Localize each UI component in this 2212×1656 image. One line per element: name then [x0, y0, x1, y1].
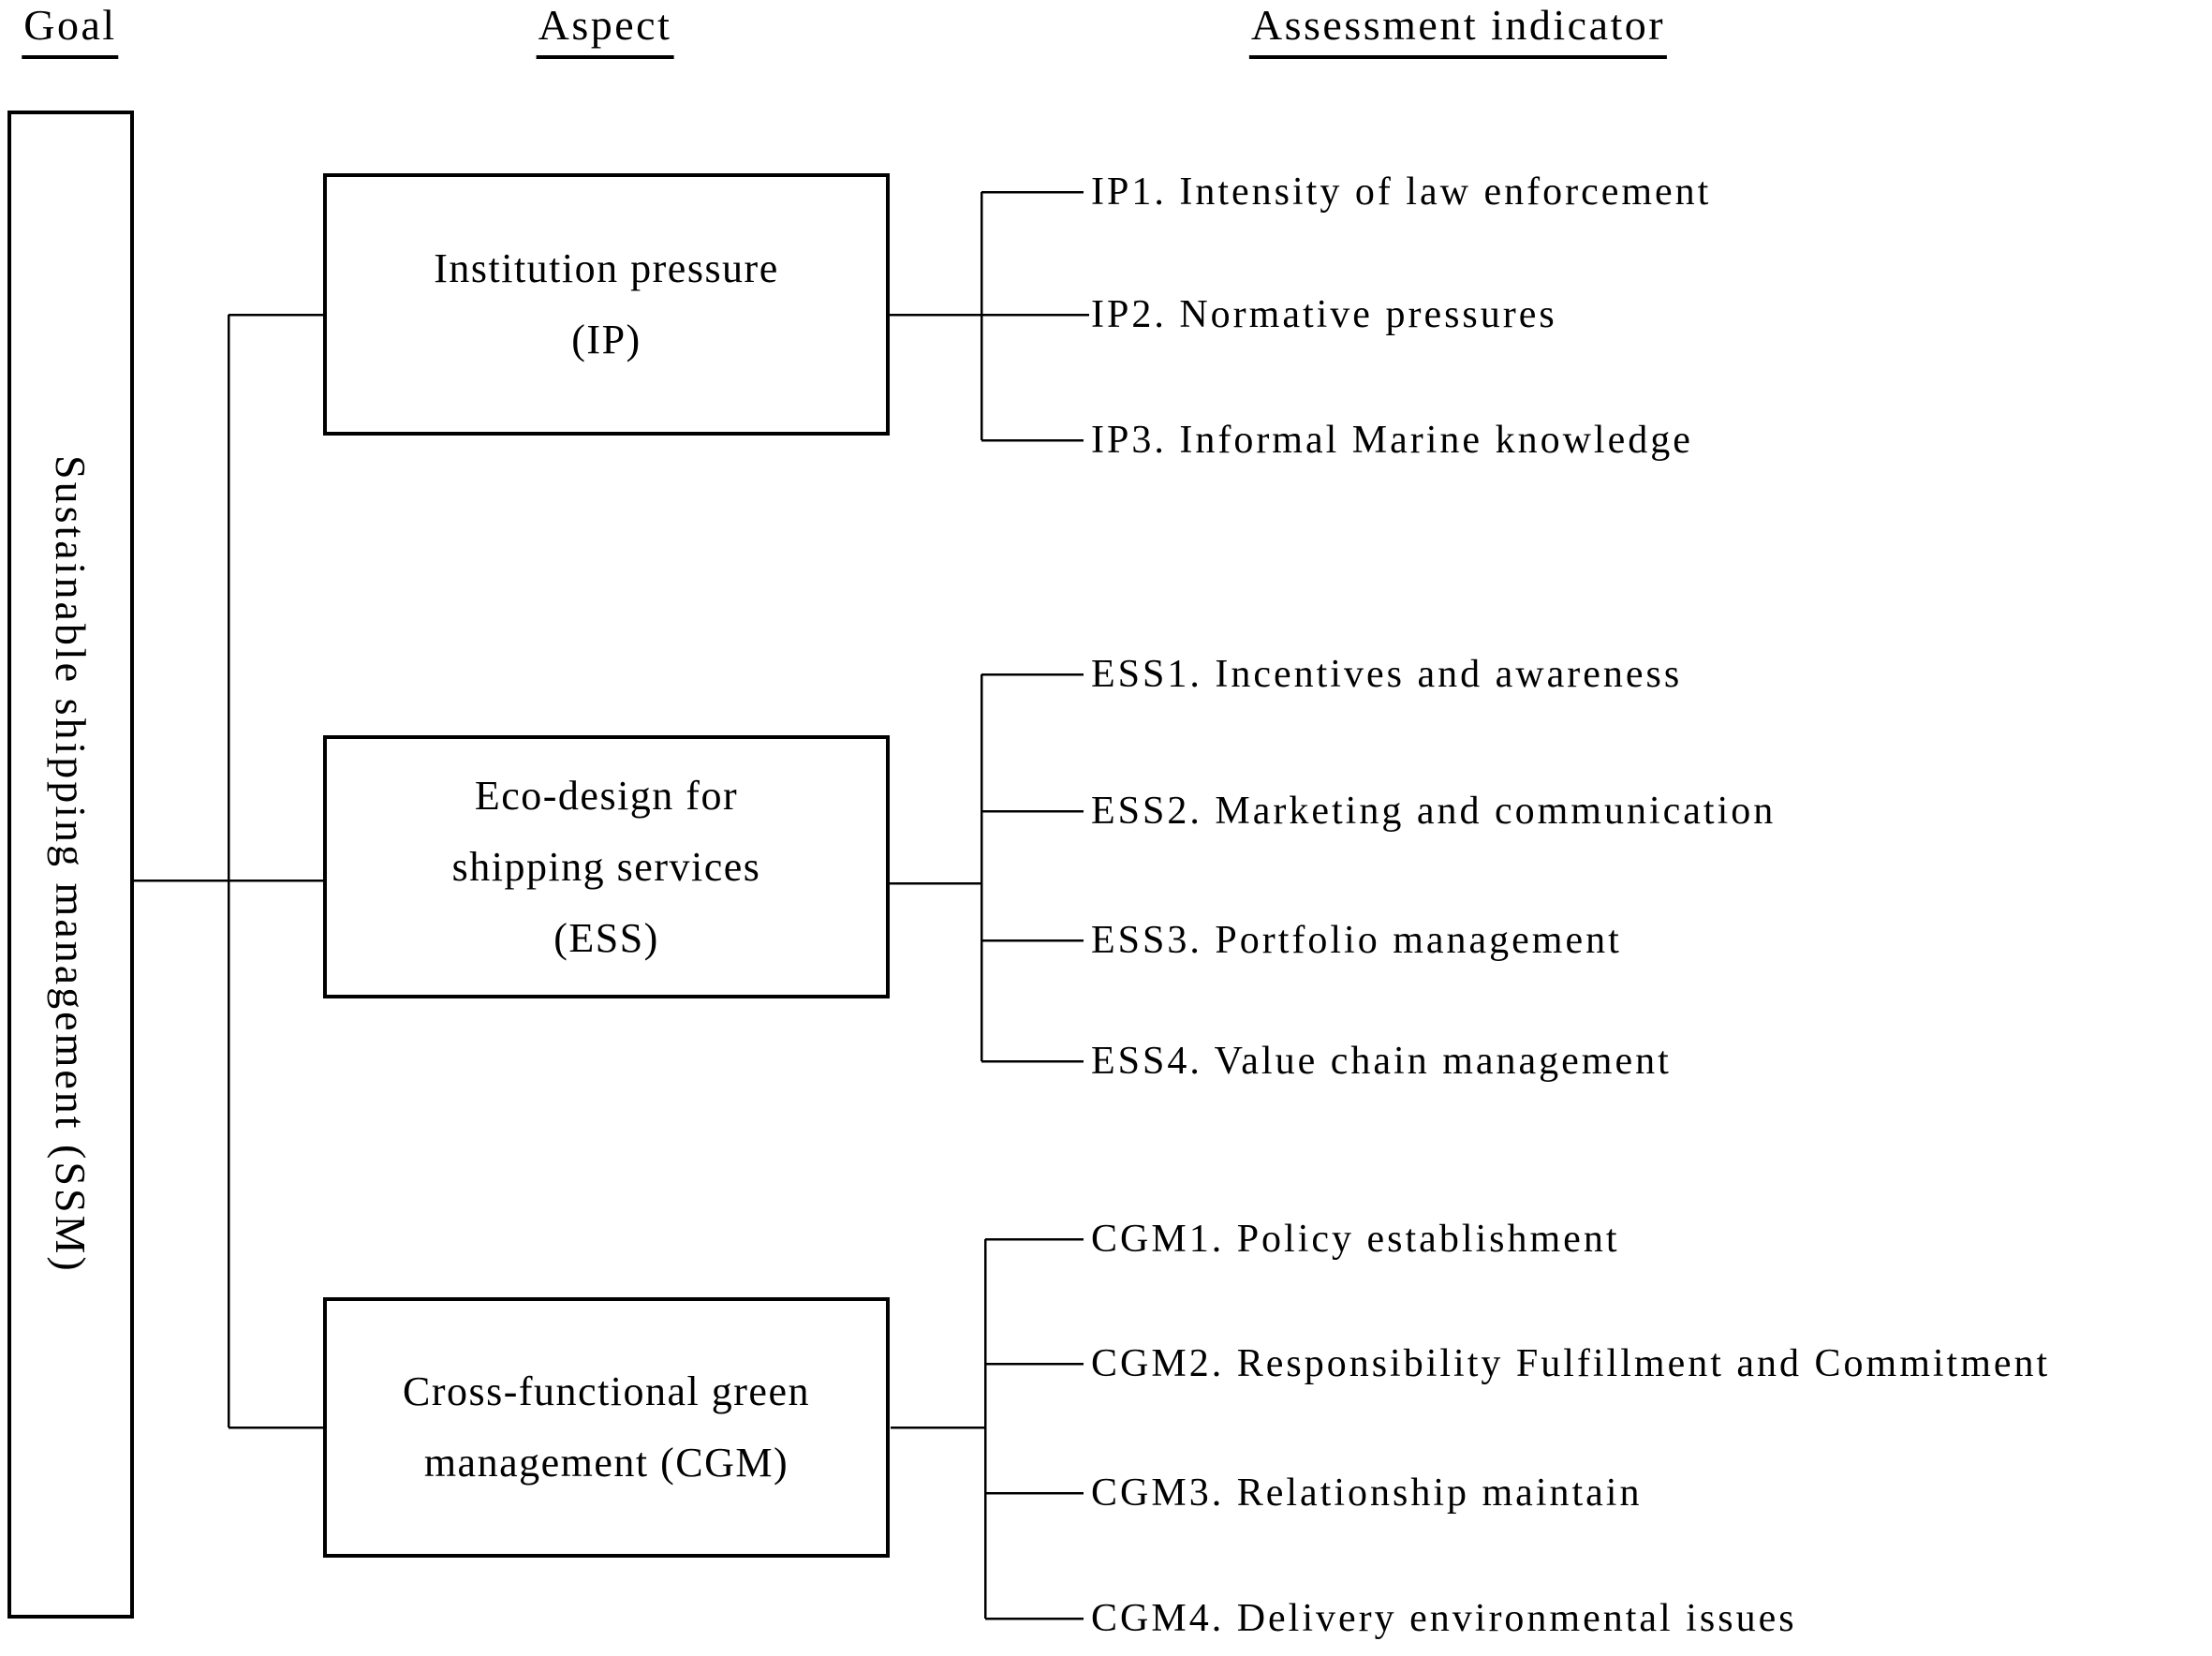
goal-box-label: Sustainable shipping management (SSM)	[47, 455, 95, 1274]
header-aspect: Aspect	[536, 1, 674, 59]
aspect-box-eco-design: Eco-design for shipping services (ESS)	[323, 735, 890, 998]
indicator-ip3: IP3. Informal Marine knowledge	[1091, 419, 1693, 462]
indicator-ip1: IP1. Intensity of law enforcement	[1091, 170, 1712, 214]
aspect-box-line: Institution pressure	[434, 245, 779, 291]
header-assessment-indicator: Assessment indicator	[1248, 1, 1668, 59]
aspect-box-institution-pressure: Institution pressure (IP)	[323, 173, 890, 436]
indicator-cgm3: CGM3. Relationship maintain	[1091, 1471, 1643, 1515]
aspect-box-line: management (CGM)	[423, 1440, 789, 1486]
aspect-box-line: shipping services	[451, 843, 761, 890]
indicator-cgm1: CGM1. Policy establishment	[1091, 1218, 1620, 1261]
indicator-ess1: ESS1. Incentives and awareness	[1091, 653, 1683, 696]
aspect-box-line: (IP)	[571, 317, 641, 362]
aspect-box-line: Cross-functional green	[403, 1368, 810, 1414]
indicator-ess3: ESS3. Portfolio management	[1091, 919, 1622, 962]
header-goal: Goal	[22, 1, 119, 59]
goal-box: Sustainable shipping management (SSM)	[7, 111, 134, 1619]
aspect-box-line: (ESS)	[553, 914, 659, 961]
aspect-box-line: Eco-design for	[474, 772, 739, 819]
aspect-box-cross-functional: Cross-functional green management (CGM)	[323, 1297, 890, 1558]
indicator-cgm2: CGM2. Responsibility Fulfillment and Com…	[1091, 1342, 2051, 1385]
indicator-ess4: ESS4. Value chain management	[1091, 1040, 1672, 1083]
indicator-ip2: IP2. Normative pressures	[1091, 293, 1557, 336]
indicator-ess2: ESS2. Marketing and communication	[1091, 790, 1777, 833]
indicator-cgm4: CGM4. Delivery environmental issues	[1091, 1597, 1797, 1640]
